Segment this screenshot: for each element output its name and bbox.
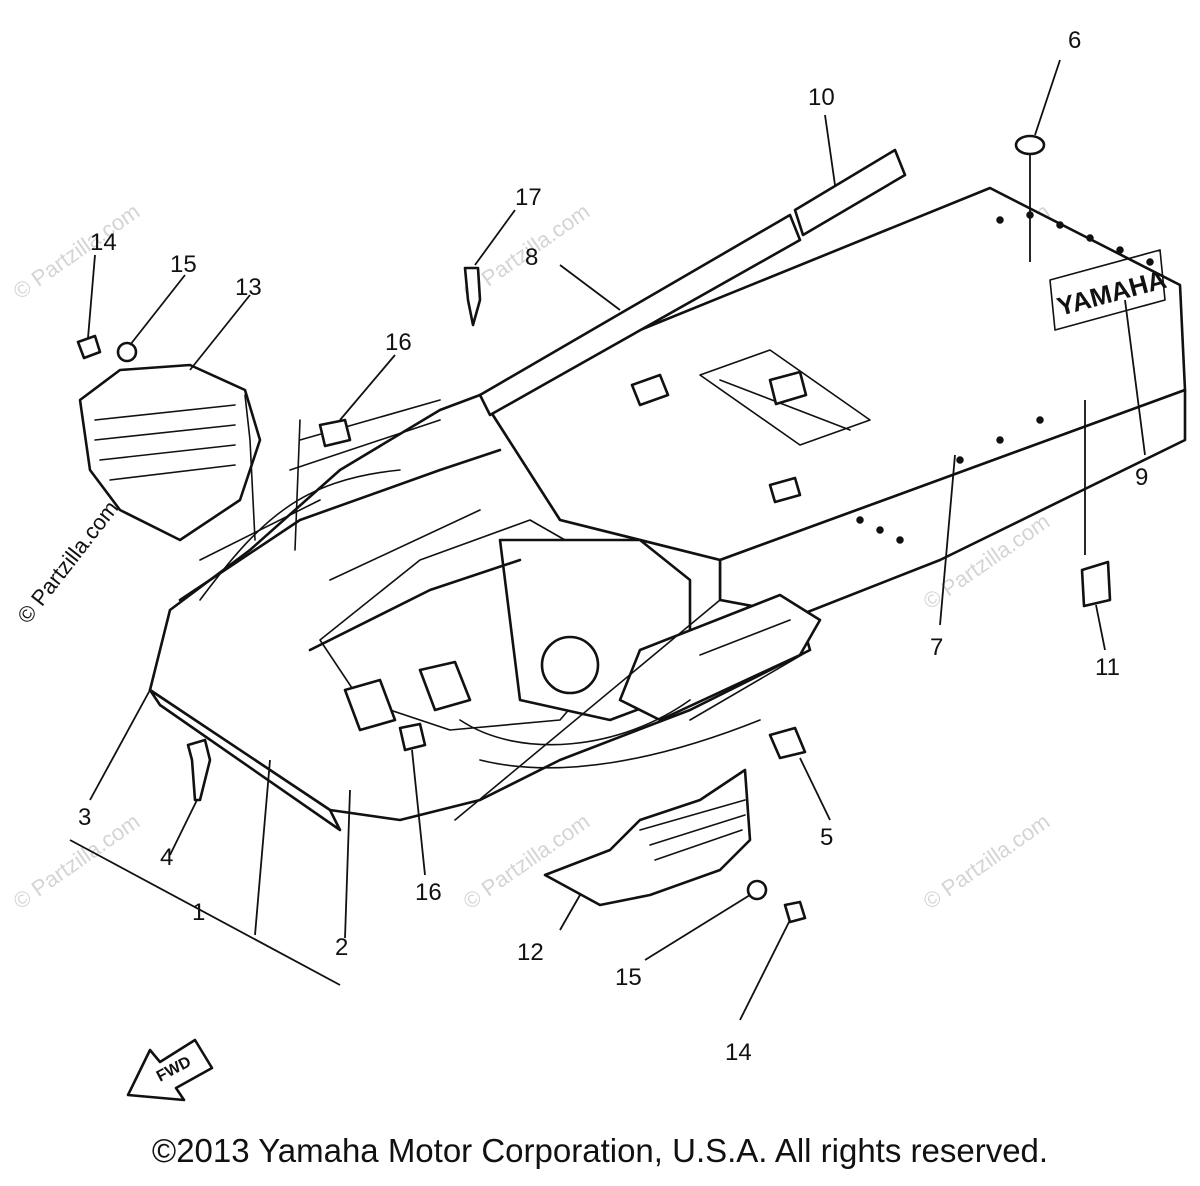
watermark: © Partzilla.com	[459, 809, 595, 915]
bolt-4	[186, 738, 212, 802]
part-label-8: 8	[525, 244, 538, 271]
watermark: © Partzilla.com	[9, 199, 145, 305]
cable-run	[199, 469, 761, 769]
part-label-10: 10	[808, 84, 835, 111]
part-label-1: 1	[192, 899, 205, 926]
part-label-17: 17	[515, 184, 542, 211]
part-label-2: 2	[335, 934, 348, 961]
part-label-13: 13	[235, 274, 262, 301]
frame-assembly: YAMAHA	[148, 186, 1187, 832]
part-label-5: 5	[820, 824, 833, 851]
part-label-6: 6	[1068, 27, 1081, 54]
rivet-17	[463, 266, 482, 327]
bolt-holes	[856, 211, 1154, 544]
frame-rail-right	[308, 558, 522, 652]
part-label-12: 12	[517, 939, 544, 966]
watermark-dark: © Partzilla.com	[12, 496, 123, 628]
deck-rail	[699, 349, 871, 446]
label-11	[1080, 560, 1112, 608]
part-label-7: 7	[930, 634, 943, 661]
part-label-9: 9	[1135, 464, 1148, 491]
grommet-5	[768, 726, 807, 760]
plug-6	[1014, 134, 1046, 156]
deck-bracket-2	[768, 476, 802, 504]
strip-10	[793, 148, 907, 237]
watermark: © Partzilla.com	[9, 809, 145, 915]
part-labels: 1 2 3 4 5 6 7 8 9 10 11 12 13 14 15 16 1…	[78, 27, 1148, 1066]
bolt-14-left	[76, 334, 102, 360]
side-cowl-slot	[699, 619, 791, 656]
watermark: © Partzilla.com	[919, 809, 1055, 915]
part-label-14-left: 14	[90, 229, 117, 256]
grommet-16-bottom	[398, 722, 427, 752]
part-label-14-right: 14	[725, 1039, 752, 1066]
deck-bracket-1	[630, 373, 670, 407]
ski-mount	[418, 660, 472, 712]
part-label-11: 11	[1095, 654, 1120, 681]
frame-rail-left	[178, 448, 502, 602]
mount-hole	[540, 635, 600, 695]
fwd-arrow: FWD	[126, 1038, 214, 1102]
part-label-15-right: 15	[615, 964, 642, 991]
frame-cross	[199, 399, 481, 581]
part-label-15-left: 15	[170, 251, 197, 278]
deck-bracket-3	[768, 370, 808, 406]
leader-lines	[69, 59, 1146, 1021]
grommet-16-top	[318, 418, 352, 448]
part-label-3: 3	[78, 804, 91, 831]
right-cover-12	[543, 768, 752, 907]
ski-mount	[343, 678, 397, 732]
left-cover-ribs	[94, 404, 236, 481]
part-label-16-top: 16	[385, 329, 412, 356]
part-label-16-bottom: 16	[415, 879, 442, 906]
copyright-notice: ©2013 Yamaha Motor Corporation, U.S.A. A…	[151, 1132, 1049, 1169]
bolt-14-right	[783, 900, 807, 924]
tunnel-deck	[478, 186, 1187, 562]
washer-15-right	[746, 879, 768, 901]
side-panel-outline	[1049, 249, 1166, 331]
washer-15-left	[116, 341, 138, 363]
strip-8	[478, 213, 802, 417]
part-label-4: 4	[160, 844, 173, 871]
right-cover-ribs	[639, 799, 746, 861]
